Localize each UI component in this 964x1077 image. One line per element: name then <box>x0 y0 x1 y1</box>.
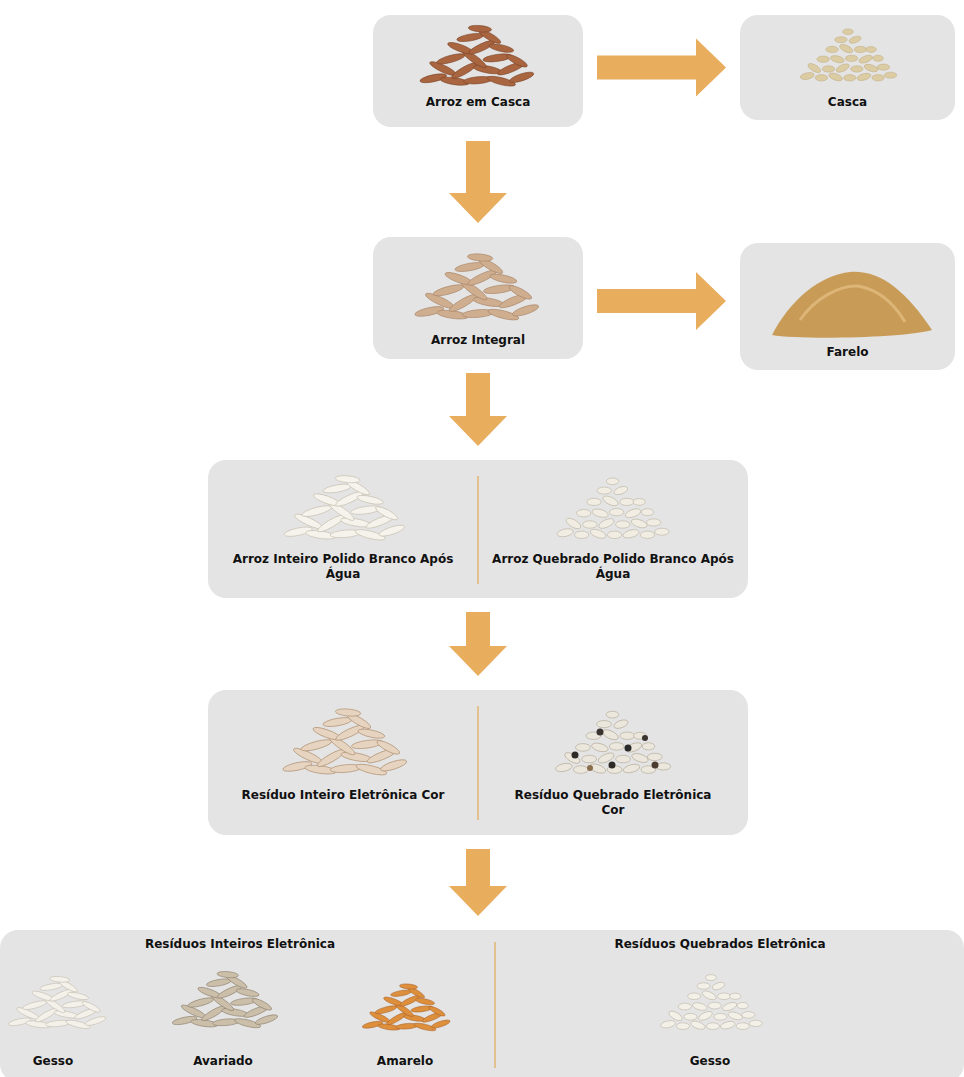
label-holder: Avariado <box>168 1054 278 1069</box>
label-holder: Casca <box>740 95 955 110</box>
label-holder: Resíduo Inteiro Eletrônica Cor <box>233 788 453 803</box>
box-label: Arroz Quebrado Polido Branco Após Água <box>490 552 736 582</box>
chalky-whole-pile <box>8 976 107 1031</box>
label-holder: Arroz Integral <box>373 333 583 348</box>
husk-pile <box>800 29 897 82</box>
box-label: Casca <box>740 95 955 110</box>
box-label: Gesso <box>8 1054 98 1069</box>
chalky-broken-pile <box>660 975 762 1031</box>
process-box: Arroz Inteiro Polido Branco Após Água Arr… <box>208 460 748 598</box>
paddy-rice-pile <box>419 25 535 89</box>
process-box: Farelo <box>740 243 955 370</box>
label-holder: Arroz Inteiro Polido Branco Após Água <box>220 552 466 582</box>
box-divider <box>477 476 479 584</box>
label-holder: Amarelo <box>350 1054 460 1069</box>
label-holder: Gesso <box>660 1054 760 1069</box>
bran-pile <box>772 272 932 338</box>
box-label: Arroz Integral <box>373 333 583 348</box>
label-holder: Resíduos Quebrados Eletrônica <box>520 937 920 952</box>
flow-arrow <box>449 141 507 223</box>
box-divider <box>494 942 496 1068</box>
process-box: Resíduo Inteiro Eletrônica Cor Resíduo Qu… <box>208 690 748 835</box>
whole-polished-rice-pile <box>283 475 405 542</box>
label-holder: Arroz Quebrado Polido Branco Após Água <box>490 552 736 582</box>
label-holder: Gesso <box>8 1054 98 1069</box>
label-holder: Arroz em Casca <box>373 95 583 110</box>
box-label: Resíduo Quebrado Eletrônica Cor <box>503 788 723 818</box>
box-label: Gesso <box>660 1054 760 1069</box>
damaged-whole-pile <box>172 971 279 1030</box>
box-label: Avariado <box>168 1054 278 1069</box>
box-label: Resíduos Inteiros Eletrônica <box>40 937 440 952</box>
box-label: Farelo <box>740 345 955 360</box>
process-box: Arroz em Casca <box>373 15 583 127</box>
process-box: Arroz Integral <box>373 237 583 359</box>
flow-arrow <box>449 849 507 916</box>
box-label: Resíduo Inteiro Eletrônica Cor <box>233 788 453 803</box>
whole-residue-pile <box>282 708 408 777</box>
flow-arrow <box>597 272 726 330</box>
flow-arrow <box>597 39 726 97</box>
box-divider <box>477 706 479 820</box>
box-label: Resíduos Quebrados Eletrônica <box>520 937 920 952</box>
flow-arrow <box>449 373 507 446</box>
brown-rice-pile <box>414 253 540 322</box>
label-holder: Resíduo Quebrado Eletrônica Cor <box>503 788 723 818</box>
label-holder: Resíduos Inteiros Eletrônica <box>40 937 440 952</box>
box-label: Arroz Inteiro Polido Branco Após Água <box>220 552 466 582</box>
broken-residue-pile <box>555 711 671 775</box>
box-label: Amarelo <box>350 1054 460 1069</box>
process-box: Casca <box>740 15 955 120</box>
yellow-whole-pile <box>362 983 451 1032</box>
flow-arrow <box>449 612 507 676</box>
label-holder: Farelo <box>740 345 955 360</box>
broken-polished-rice-pile <box>556 478 669 540</box>
result-band: Resíduos Inteiros EletrônicaGesso Avariad… <box>0 930 964 1077</box>
box-label: Arroz em Casca <box>373 95 583 110</box>
